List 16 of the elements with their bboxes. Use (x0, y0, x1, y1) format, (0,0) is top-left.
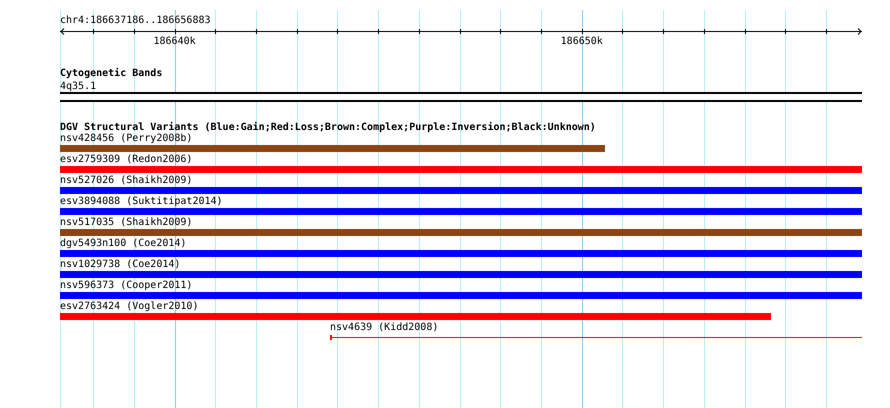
variant-label: esv2763424 (Vogler2010) (60, 301, 198, 312)
variant-label: esv3894088 (Suktitipat2014) (60, 196, 223, 207)
variant-label: nsv428456 (Perry2008b) (60, 133, 192, 144)
track-title: Cytogenetic Bands (60, 68, 162, 79)
band-label: 4q35.1 (60, 81, 96, 92)
variant-label: nsv1029738 (Coe2014) (60, 259, 180, 270)
track-title: DGV Structural Variants (Blue:Gain;Red:Loss;Brown:Complex;Purple:Inversion;Black:Unknown) (60, 122, 596, 133)
variant-label: nsv527026 (Shaikh2009) (60, 175, 192, 186)
variant-label: nsv4639 (Kidd2008) (330, 322, 438, 333)
tick-label: 186640k (153, 36, 196, 47)
variant-label: dgv5493n100 (Coe2014) (60, 238, 186, 249)
variant-label: nsv517035 (Shaikh2009) (60, 217, 192, 228)
coordinate-range-title: chr4:186637186..186656883 (60, 15, 211, 26)
variant-label: esv2759309 (Redon2006) (60, 154, 192, 165)
variant-label: nsv596373 (Cooper2011) (60, 280, 192, 291)
tick-label: 186650k (560, 36, 603, 47)
